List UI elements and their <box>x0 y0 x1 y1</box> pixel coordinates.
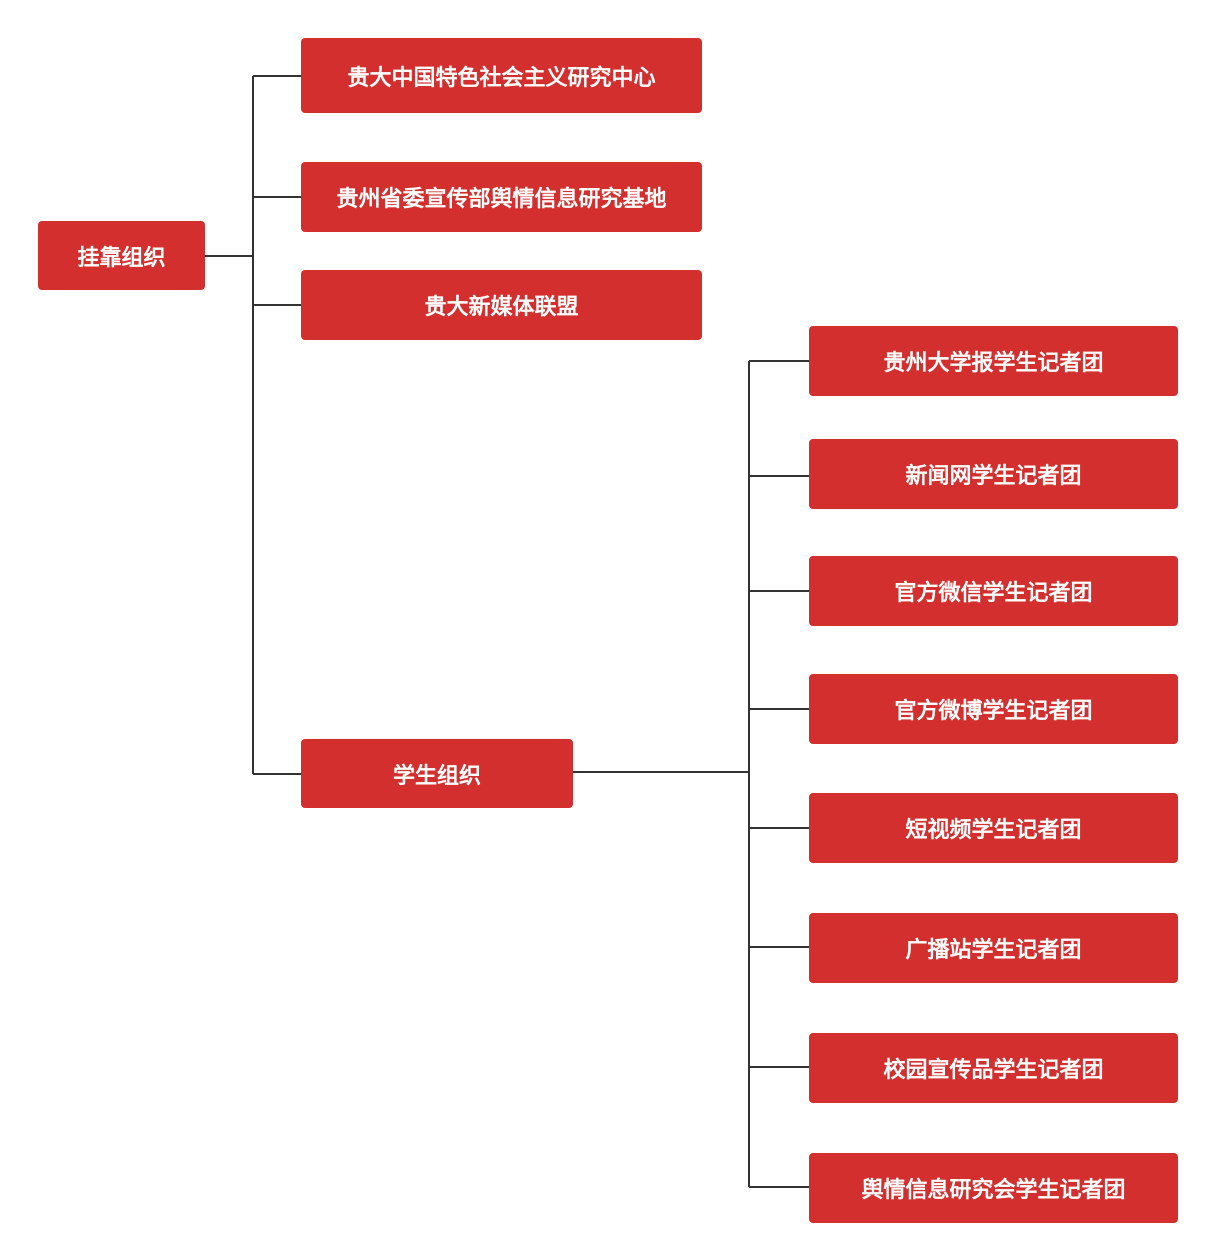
child-node-news-web[interactable]: 新闻网学生记者团 <box>809 439 1178 509</box>
child-node-newspaper[interactable]: 贵州大学报学生记者团 <box>809 326 1178 396</box>
affiliate-node-media-alliance[interactable]: 贵大新媒体联盟 <box>301 270 702 340</box>
child-node-opinion-society[interactable]: 舆情信息研究会学生记者团 <box>809 1153 1178 1223</box>
child-node-weibo[interactable]: 官方微博学生记者团 <box>809 674 1178 744</box>
student-org-node[interactable]: 学生组织 <box>301 739 573 808</box>
affiliate-node-opinion-base[interactable]: 贵州省委宣传部舆情信息研究基地 <box>301 162 702 232</box>
child-node-broadcast[interactable]: 广播站学生记者团 <box>809 913 1178 983</box>
child-node-short-video[interactable]: 短视频学生记者团 <box>809 793 1178 863</box>
child-node-campus-publicity[interactable]: 校园宣传品学生记者团 <box>809 1033 1178 1103</box>
affiliate-node-research-center[interactable]: 贵大中国特色社会主义研究中心 <box>301 38 702 113</box>
child-node-wechat[interactable]: 官方微信学生记者团 <box>809 556 1178 626</box>
root-node[interactable]: 挂靠组织 <box>38 221 205 290</box>
